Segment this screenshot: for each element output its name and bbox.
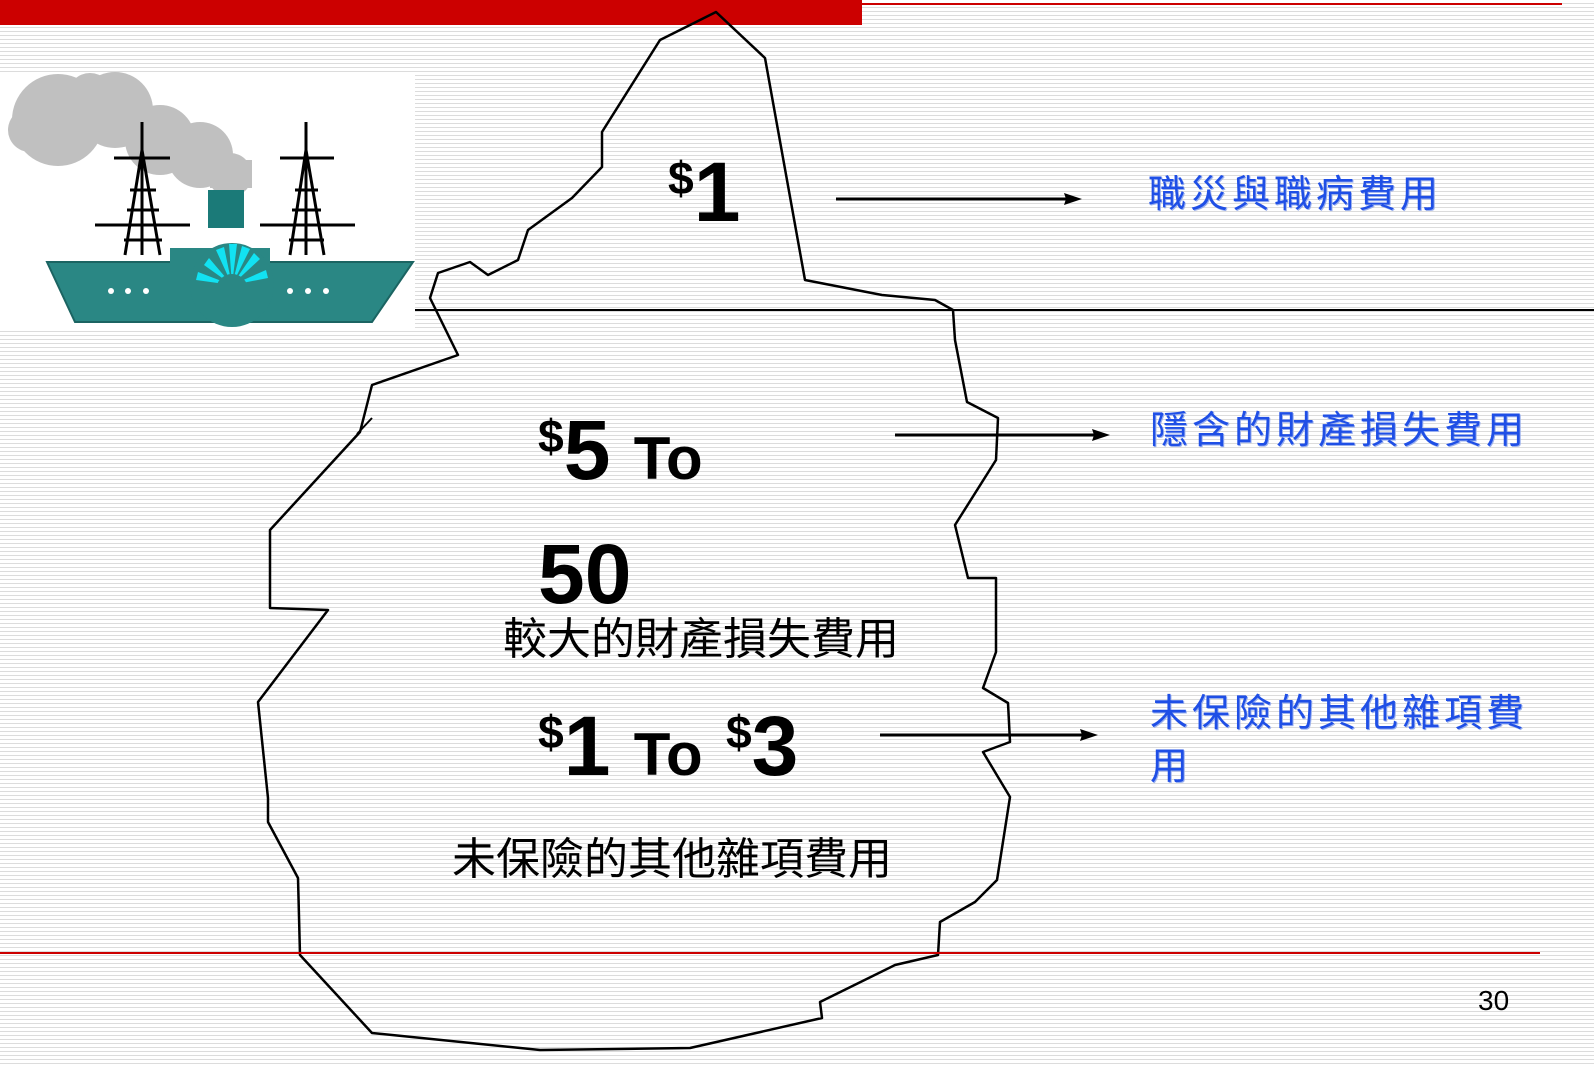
bottom-dollar-start: $ — [538, 705, 564, 758]
tip-dollar: $ — [668, 151, 694, 204]
label-hidden-property-loss: 隱含的財產損失費用 — [1150, 408, 1529, 452]
middle-to: To — [633, 425, 703, 492]
steamship-icon — [8, 72, 415, 327]
bottom-dollar-end: $ — [725, 705, 752, 758]
page-number: 30 — [1478, 985, 1510, 1016]
title-accent-line — [862, 3, 1562, 5]
tip-amount: 1 — [693, 145, 741, 239]
iceberg-outline — [256, 10, 1012, 1052]
footer-accent-line — [0, 952, 1540, 954]
bottom-amount-end: 3 — [751, 699, 799, 793]
arrow-middle — [895, 429, 1110, 441]
label-occupational-costs: 職災與職病費用 — [1148, 172, 1443, 216]
bottom-caption: 未保險的其他雜項費用 — [452, 834, 892, 885]
iceberg-crack — [356, 417, 373, 435]
label-uninsured-misc-line1: 未保險的其他雜項費 — [1150, 691, 1529, 735]
middle-caption: 較大的財產損失費用 — [503, 614, 899, 665]
tip-cost: $1 — [668, 150, 740, 234]
arrow-bottom — [880, 729, 1098, 741]
bottom-to: To — [633, 721, 703, 788]
middle-amount: 5 — [563, 403, 611, 497]
middle-cost: $5 To — [538, 408, 703, 492]
middle-dollar: $ — [538, 409, 564, 462]
label-uninsured-misc-line2: 用 — [1150, 744, 1193, 788]
middle-cost-end: 50 — [538, 527, 632, 621]
bottom-cost: $1 To $3 — [538, 704, 798, 788]
bottom-amount-start: 1 — [563, 699, 611, 793]
arrow-tip — [836, 193, 1082, 205]
